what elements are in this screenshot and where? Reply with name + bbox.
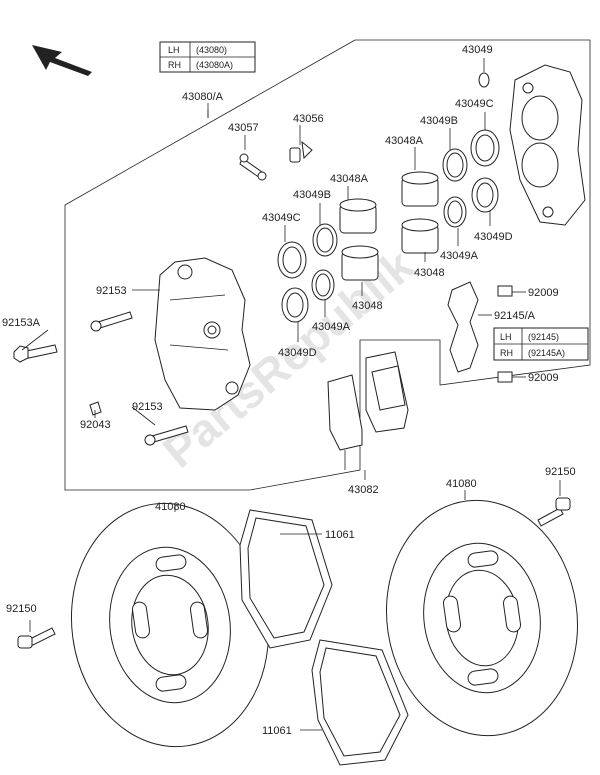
label-11061: 11061 bbox=[262, 725, 292, 737]
part-number: (43080A) bbox=[196, 60, 233, 70]
bolt-92153a bbox=[13, 344, 58, 363]
label-43049a: 43049A bbox=[440, 250, 479, 262]
seals-right bbox=[442, 129, 500, 228]
label-92153: 92153 bbox=[132, 401, 163, 413]
side-table-bracket: LH (92145) RH (92145A) bbox=[493, 327, 589, 361]
label-43049: 43049 bbox=[462, 44, 493, 56]
bolt-92043 bbox=[89, 401, 102, 416]
pin-43057 bbox=[239, 153, 267, 181]
gasket-11061-bottom bbox=[311, 639, 409, 766]
arrow-up-left-icon bbox=[32, 45, 92, 76]
label-43049a: 43049A bbox=[312, 321, 351, 333]
label-11061: 11061 bbox=[325, 529, 355, 541]
bolt-92153-bottom bbox=[144, 425, 189, 446]
label-92153a: 92153A bbox=[2, 317, 41, 329]
caliper-left bbox=[154, 257, 251, 411]
part-labels: 43080/A 43057 43056 43049 43049C 43049B … bbox=[2, 44, 576, 737]
gasket-11061-top bbox=[239, 509, 333, 649]
brake-pads bbox=[327, 351, 409, 451]
label-43057: 43057 bbox=[228, 122, 259, 134]
label-43056: 43056 bbox=[293, 113, 324, 125]
side-label: RH bbox=[168, 60, 181, 70]
label-92153: 92153 bbox=[96, 285, 127, 297]
assembly-outline bbox=[64, 39, 591, 491]
caliper-right bbox=[509, 64, 586, 226]
label-43048a: 43048A bbox=[385, 135, 424, 147]
label-92150: 92150 bbox=[6, 603, 37, 615]
label-43049b: 43049B bbox=[293, 189, 331, 201]
side-label: LH bbox=[168, 45, 180, 55]
label-41080: 41080 bbox=[155, 501, 186, 513]
label-43080a: 43080/A bbox=[182, 91, 224, 103]
cap-43049 bbox=[478, 72, 490, 88]
part-number: (43080) bbox=[196, 45, 227, 55]
pistons-left bbox=[339, 198, 379, 281]
bolt-92153-top bbox=[90, 311, 133, 332]
bleed-valve-43056 bbox=[289, 140, 313, 163]
label-92043: 92043 bbox=[80, 419, 111, 431]
label-43082: 43082 bbox=[348, 484, 379, 496]
part-number: (92145A) bbox=[528, 348, 565, 358]
label-43048a: 43048A bbox=[330, 173, 369, 185]
label-43049b: 43049B bbox=[420, 115, 458, 127]
pistons-right bbox=[401, 171, 439, 254]
label-43048: 43048 bbox=[352, 300, 383, 312]
label-43049d: 43049D bbox=[278, 347, 317, 359]
side-label: RH bbox=[500, 348, 513, 358]
label-92009: 92009 bbox=[528, 372, 559, 384]
label-92009: 92009 bbox=[528, 287, 559, 299]
label-43049d: 43049D bbox=[474, 231, 513, 243]
seals-left bbox=[277, 223, 338, 323]
label-92150: 92150 bbox=[545, 466, 576, 478]
side-table-top: LH (43080) RH (43080A) bbox=[159, 41, 256, 73]
label-43048: 43048 bbox=[414, 267, 445, 279]
label-41080: 41080 bbox=[446, 478, 477, 490]
bolt-92009-top bbox=[497, 285, 513, 297]
label-43049c: 43049C bbox=[262, 212, 301, 224]
bolt-92009-bottom bbox=[497, 371, 513, 383]
side-label: LH bbox=[500, 332, 512, 342]
brake-disc-left bbox=[70, 502, 270, 748]
label-92145a: 92145/A bbox=[494, 310, 536, 322]
bolt-92150-left bbox=[17, 627, 56, 649]
part-number: (92145) bbox=[528, 332, 559, 342]
bolt-92150-right bbox=[537, 497, 571, 527]
leader-lines bbox=[21, 58, 561, 731]
brake-disc-right bbox=[386, 499, 578, 737]
bracket-92145 bbox=[447, 281, 479, 373]
label-43049c: 43049C bbox=[455, 98, 494, 110]
